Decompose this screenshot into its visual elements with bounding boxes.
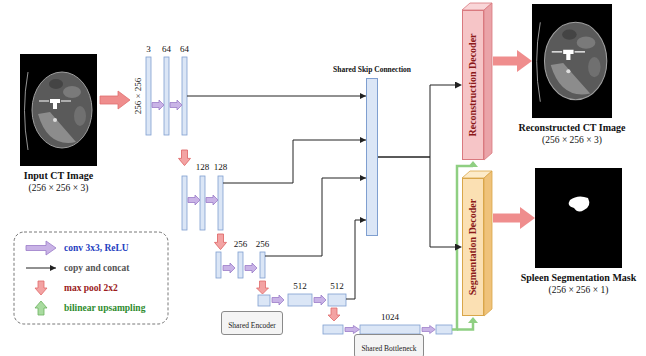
decoder-face [484, 3, 492, 160]
spleen-blob [569, 196, 590, 211]
pool-arrow [257, 281, 269, 294]
caption: (256 × 256 × 1) [549, 285, 609, 296]
conv-arrow [206, 195, 218, 205]
legend-sample [35, 281, 47, 295]
conv-arrow [272, 295, 284, 305]
feature-block [436, 325, 452, 334]
feature-block [288, 294, 312, 306]
encoder-blocks [146, 57, 452, 334]
conv-arrow [223, 263, 235, 273]
copy-line [265, 178, 366, 256]
feature-block [164, 57, 169, 135]
feature-block [218, 176, 223, 230]
legend-sample [26, 241, 56, 255]
legend-sample [35, 301, 47, 315]
feature-block [328, 294, 346, 306]
feature-block [146, 57, 151, 135]
copy-line [346, 220, 366, 299]
channel-count: 3 [146, 44, 151, 54]
conv-arrow [314, 295, 326, 305]
decoder-label: Segmentation Decoder [467, 199, 479, 295]
upsample-line [457, 323, 473, 330]
feature-block [182, 176, 187, 230]
conv-arrow [152, 100, 164, 110]
feature-block [360, 325, 420, 334]
decoder-box: Segmentation Decoder [462, 178, 484, 316]
legend-frame [14, 232, 168, 324]
ct-image [532, 4, 612, 118]
section-tag: Shared Bottleneck [354, 334, 423, 356]
upsample-head [468, 161, 478, 167]
dimension-label: 256 × 256 [133, 78, 143, 115]
channel-count: 512 [293, 281, 307, 291]
caption: Input CT Image [24, 170, 93, 182]
decoder-box: Reconstruction Decoder [462, 10, 484, 160]
feature-block [200, 176, 205, 230]
image-node: Spleen Segmentation Mask(256 × 256 × 1) [535, 168, 622, 268]
feature-block [260, 252, 265, 278]
channel-count: 128 [214, 162, 228, 172]
channel-count: 512 [330, 281, 344, 291]
feature-block [238, 252, 243, 278]
section-label: Shared Bottleneck [361, 344, 416, 353]
decoder-label: Reconstruction Decoder [467, 33, 479, 136]
feature-block [182, 57, 187, 135]
upsample-head [468, 317, 478, 323]
legend-text: copy and concat [64, 263, 129, 274]
channel-count: 64 [162, 44, 171, 54]
channel-count: 64 [180, 44, 189, 54]
caption: (256 × 256 × 3) [29, 183, 89, 194]
copy-line [223, 140, 366, 183]
conv-arrow [345, 326, 359, 334]
pool-arrow [215, 234, 227, 250]
section-label: Shared Encoder [228, 321, 276, 330]
skip-block: Shared Skip Connection [366, 78, 378, 236]
section-tag: Shared Encoder [221, 311, 283, 334]
conv-arrow [422, 326, 435, 334]
channel-count: 256 [234, 239, 248, 249]
pool-arrow [328, 308, 340, 321]
connector [493, 57, 517, 66]
caption: (256 × 256 × 3) [542, 135, 602, 146]
caption: Reconstructed CT Image [518, 122, 625, 134]
channel-count: 128 [196, 162, 210, 172]
feature-block [323, 325, 343, 334]
conv-arrow [245, 263, 257, 273]
image-node: Input CT Image(256 × 256 × 3) [20, 54, 97, 166]
channel-count: 256 [256, 239, 270, 249]
copy-lines [187, 96, 366, 299]
connector [493, 214, 520, 223]
connector [378, 85, 455, 157]
conv-arrow [188, 195, 200, 205]
legend-text: conv 3x3, ReLU [64, 243, 129, 254]
caption: Spleen Segmentation Mask [521, 272, 637, 284]
legend-sample [26, 268, 56, 269]
feature-block [216, 252, 221, 278]
ct-image [20, 54, 97, 166]
conv-arrow [170, 100, 182, 110]
mask-image [535, 168, 622, 268]
connector [378, 157, 455, 247]
feature-block [258, 295, 270, 306]
decoder-face [484, 171, 492, 316]
legend-text: max pool 2x2 [64, 283, 118, 294]
image-node: Reconstructed CT Image(256 × 256 × 3) [532, 4, 612, 118]
input-arrow [100, 91, 130, 109]
conv-arrows [152, 100, 435, 334]
legend-text: bilinear upsampling [64, 303, 145, 314]
pool-arrows [179, 150, 341, 321]
channel-count: 1024 [381, 312, 399, 322]
pool-arrow [179, 150, 191, 166]
block-heading: Shared Skip Connection [333, 66, 411, 75]
copy-line [187, 96, 366, 97]
